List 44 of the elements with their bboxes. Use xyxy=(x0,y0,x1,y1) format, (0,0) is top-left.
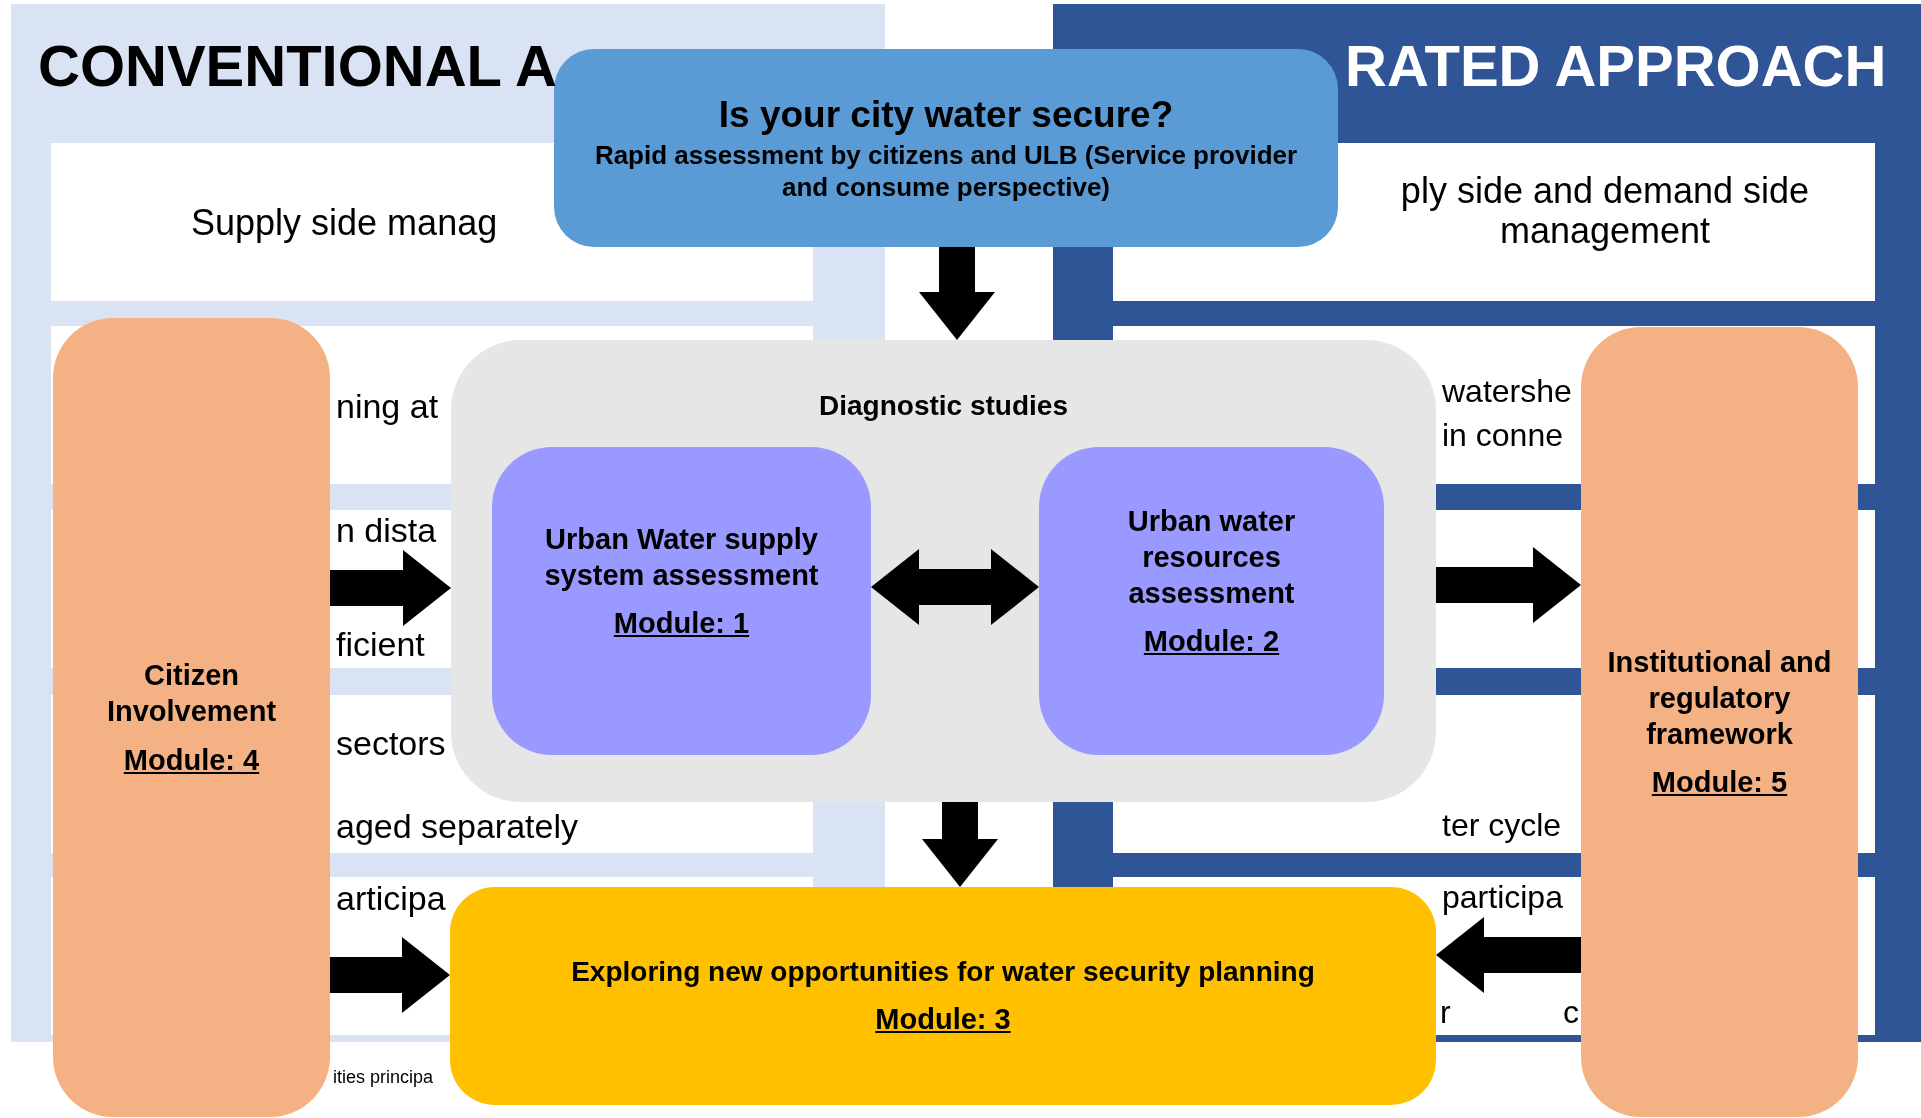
row-text: ning at xyxy=(336,388,439,426)
row-text: Supply side manag xyxy=(191,203,498,243)
question-subtitle: Rapid assessment by citizens and ULB (Service provider and consume perspective) xyxy=(593,138,1299,204)
module-label: Module: 1 xyxy=(613,606,750,642)
block-arrow xyxy=(1436,917,1581,993)
row-text: ter cycle xyxy=(1442,808,1562,844)
row-text: r xyxy=(1440,995,1451,1031)
module-label: Module: 3 xyxy=(875,1002,1011,1038)
panel-title: CONVENTIONAL A xyxy=(38,34,557,98)
module-box xyxy=(53,318,330,1117)
question-box xyxy=(554,49,1338,247)
box-title: Exploring new opportunities for water security planning xyxy=(571,955,1315,990)
module-label: Module: 5 xyxy=(1651,765,1788,801)
block-arrow xyxy=(871,549,1039,625)
row-text: aged separately xyxy=(336,808,578,846)
row-text: in conne xyxy=(1442,418,1563,454)
box-title: Citizen Involvement xyxy=(105,658,278,730)
block-arrow xyxy=(330,550,451,626)
module-label: Module: 2 xyxy=(1143,624,1280,660)
box-heading: Diagnostic studies xyxy=(819,389,1068,423)
panel-title: RATED APPROACH xyxy=(1345,34,1887,98)
row-text: n dista xyxy=(336,512,437,550)
block-arrow xyxy=(922,802,998,887)
module-label: Module: 4 xyxy=(123,742,260,778)
row-text: articipa xyxy=(336,880,446,918)
row-text: ply side and demand side management xyxy=(1399,171,1811,251)
block-arrow xyxy=(919,247,995,340)
block-arrow xyxy=(1436,547,1581,623)
row-text: sectors xyxy=(336,725,446,763)
module-box xyxy=(1581,327,1858,1117)
box-title: Urban water resources assessment xyxy=(1126,503,1297,611)
footnote: ities principa xyxy=(333,1068,434,1088)
row-text: watershe xyxy=(1442,374,1572,410)
module-box xyxy=(492,447,871,755)
box-title: Urban Water supply system assessment xyxy=(543,521,820,593)
row-text: participa xyxy=(1442,880,1563,916)
module-box xyxy=(1039,447,1384,755)
module-box xyxy=(450,887,1436,1105)
row-text: ficient xyxy=(336,626,425,664)
question-title: Is your city water secure? xyxy=(718,93,1174,138)
row-text: c xyxy=(1563,995,1579,1031)
block-arrow xyxy=(330,937,450,1013)
diagnostic-container xyxy=(451,340,1436,802)
box-title: Institutional and regulatory framework xyxy=(1606,644,1833,752)
